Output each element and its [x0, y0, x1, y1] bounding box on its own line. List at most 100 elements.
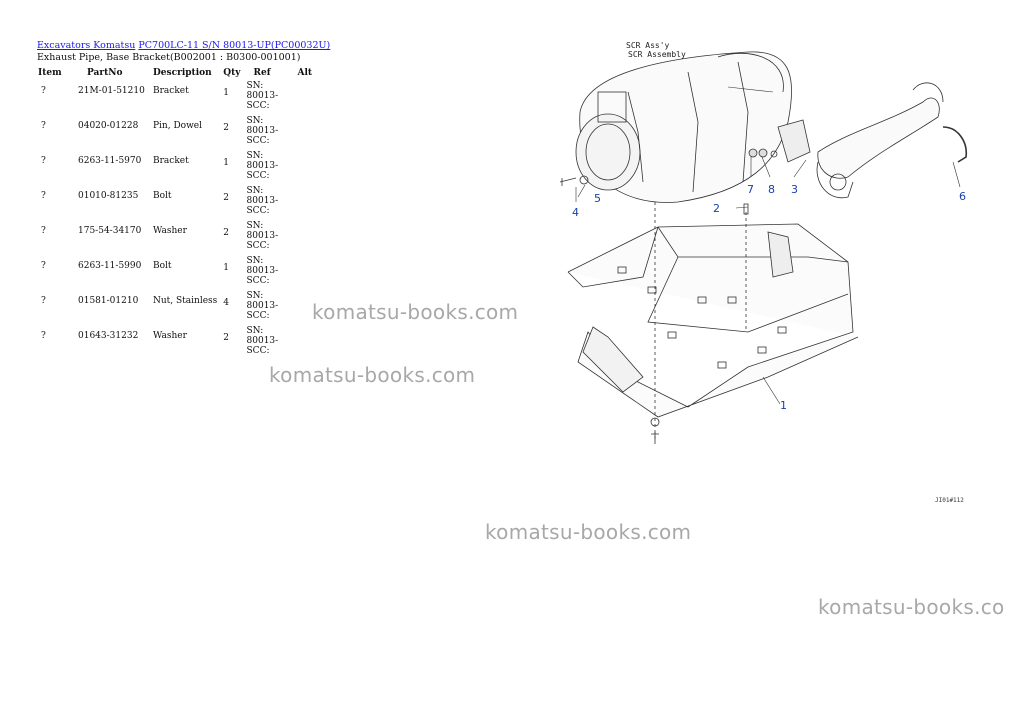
- alt-cell: [295, 79, 316, 114]
- alt-cell: [295, 114, 316, 149]
- callout-2: 2: [713, 202, 720, 215]
- partno-cell: 01010-81235: [78, 191, 139, 201]
- ref-cell: SN: 80013-SCC:: [244, 289, 295, 324]
- table-header-row: Item PartNo Description Qty Ref Alt: [35, 66, 315, 79]
- exhaust-pipe-drawing: [817, 97, 940, 179]
- page-subtitle: Exhaust Pipe, Base Bracket(B002001 : B03…: [37, 52, 301, 63]
- ref-line: SN: 80013-: [246, 291, 279, 311]
- ref-line: SN: 80013-: [246, 256, 279, 276]
- ref-line: SN: 80013-: [246, 81, 279, 101]
- table-row: ? 6263-11-5970 Bracket 1 SN: 80013-SCC:: [35, 149, 315, 184]
- description-cell: Pin, Dowel: [153, 121, 202, 131]
- alt-cell: [295, 254, 316, 289]
- callout-1: 1: [780, 399, 787, 412]
- callout-6: 6: [959, 190, 966, 203]
- ref-cell: SN: 80013-SCC:: [244, 149, 295, 184]
- base-bracket-drawing: [567, 223, 859, 418]
- table-row: ? 01581-01210 Nut, Stainless 4 SN: 80013-SCC…: [35, 289, 315, 324]
- item-cell: ?: [41, 191, 46, 201]
- table-row: ? 04020-01228 Pin, Dowel 2 SN: 80013-SCC:: [35, 114, 315, 149]
- table-row: ? 01643-31232 Washer 2 SN: 80013-SCC:: [35, 324, 315, 359]
- item-cell: ?: [41, 261, 46, 271]
- description-cell: Washer: [153, 226, 187, 236]
- ref-line: SCC:: [246, 101, 270, 111]
- watermark-text: komatsu-books.com: [269, 363, 476, 387]
- watermark-text: komatsu-books.com: [312, 300, 519, 324]
- partno-cell: 6263-11-5990: [78, 261, 142, 271]
- qty-cell: 1: [223, 263, 230, 273]
- ref-cell: SN: 80013-SCC:: [244, 219, 295, 254]
- qty-cell: 2: [223, 333, 230, 343]
- diagram-label-line1: SCR Ass'y: [626, 41, 670, 50]
- callout-5: 5: [594, 192, 601, 205]
- qty-cell: 2: [223, 193, 230, 203]
- ref-cell: SN: 80013-SCC:: [244, 114, 295, 149]
- item-cell: ?: [41, 156, 46, 166]
- breadcrumb-link-excavators[interactable]: Excavators Komatsu: [37, 40, 136, 51]
- qty-cell: 2: [223, 123, 230, 133]
- item-cell: ?: [41, 121, 46, 131]
- ref-cell: SN: 80013-SCC:: [244, 79, 295, 114]
- alt-cell: [295, 219, 316, 254]
- partno-cell: 21M-01-51210: [78, 86, 145, 96]
- ref-line: SCC:: [246, 311, 270, 321]
- callout-3: 3: [791, 183, 798, 196]
- ref-line: SCC:: [246, 276, 270, 286]
- parts-diagram: SCR Ass'y SCR Assembly 1 2 3 4 5 6 7 8: [548, 32, 1008, 512]
- header-partno: PartNo: [87, 67, 123, 78]
- partno-cell: 01581-01210: [78, 296, 139, 306]
- ref-cell: SN: 80013-SCC:: [244, 324, 295, 359]
- table-row: ? 6263-11-5990 Bolt 1 SN: 80013-SCC:: [35, 254, 315, 289]
- item-cell: ?: [41, 226, 46, 236]
- ref-line: SCC:: [246, 171, 270, 181]
- description-cell: Bolt: [153, 191, 172, 201]
- ref-cell: SN: 80013-SCC:: [244, 184, 295, 219]
- watermark-text: komatsu-books.com: [485, 520, 692, 544]
- partno-cell: 04020-01228: [78, 121, 139, 131]
- ref-line: SCC:: [246, 206, 270, 216]
- alt-cell: [295, 324, 316, 359]
- partno-cell: 01643-31232: [78, 331, 139, 341]
- description-cell: Bolt: [153, 261, 172, 271]
- alt-cell: [295, 149, 316, 184]
- parts-table: Item PartNo Description Qty Ref Alt ? 21M…: [35, 66, 315, 359]
- watermark-text: komatsu-books.co: [818, 595, 1005, 619]
- header-description: Description: [153, 67, 212, 78]
- qty-cell: 4: [223, 298, 230, 308]
- partno-cell: 175-54-34170: [78, 226, 142, 236]
- ref-line: SN: 80013-: [246, 186, 279, 206]
- item-cell: ?: [41, 86, 46, 96]
- ref-line: SCC:: [246, 346, 270, 356]
- ref-line: SCC:: [246, 136, 270, 146]
- header-alt: Alt: [297, 67, 313, 78]
- partno-cell: 6263-11-5970: [78, 156, 142, 166]
- ref-line: SN: 80013-: [246, 116, 279, 136]
- qty-cell: 1: [223, 158, 230, 168]
- description-cell: Bracket: [153, 86, 189, 96]
- ref-line: SCC:: [246, 241, 270, 251]
- header-item: Item: [38, 67, 62, 78]
- callout-4: 4: [572, 206, 579, 219]
- description-cell: Washer: [153, 331, 187, 341]
- alt-cell: [295, 184, 316, 219]
- item-cell: ?: [41, 331, 46, 341]
- table-row: ? 175-54-34170 Washer 2 SN: 80013-SCC:: [35, 219, 315, 254]
- diagram-label-line2: SCR Assembly: [628, 50, 686, 59]
- qty-cell: 1: [223, 88, 230, 98]
- breadcrumb-link-model[interactable]: PC700LC-11 S/N 80013-UP(PC00032U): [138, 40, 331, 51]
- callout-8: 8: [768, 183, 775, 196]
- header-qty: Qty: [223, 67, 241, 78]
- ref-cell: SN: 80013-SCC:: [244, 254, 295, 289]
- ref-line: SN: 80013-: [246, 221, 279, 241]
- header-ref: Ref: [253, 67, 271, 78]
- ref-line: SN: 80013-: [246, 326, 279, 346]
- ref-line: SN: 80013-: [246, 151, 279, 171]
- table-row: ? 21M-01-51210 Bracket 1 SN: 80013-SCC:: [35, 79, 315, 114]
- qty-cell: 2: [223, 228, 230, 238]
- description-cell: Nut, Stainless: [153, 296, 218, 306]
- description-cell: Bracket: [153, 156, 189, 166]
- callout-7: 7: [747, 183, 754, 196]
- item-cell: ?: [41, 296, 46, 306]
- breadcrumb: Excavators Komatsu PC700LC-11 S/N 80013-…: [37, 40, 330, 51]
- figure-code: JI01#112: [935, 497, 964, 504]
